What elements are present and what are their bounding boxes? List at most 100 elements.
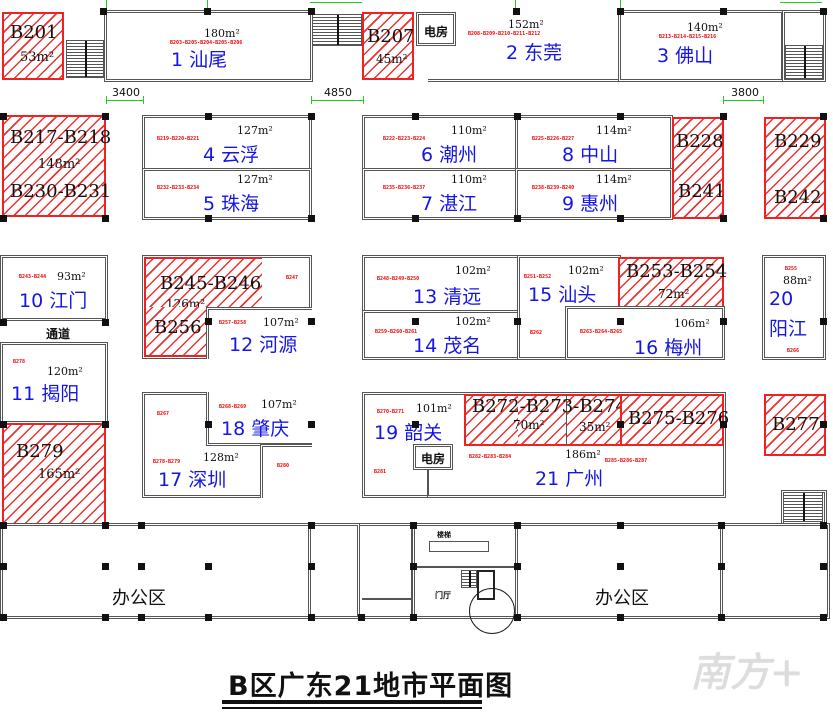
city-area: 114m²	[596, 124, 632, 137]
city-area: 186m²	[565, 448, 601, 461]
booth-codes: B203-B205-B204-B205-B206	[170, 40, 243, 46]
city-label: 17 深圳	[158, 469, 227, 491]
booth-city-14[interactable]: 102m² B259-B260-B261 14 茂名	[362, 310, 520, 360]
city-area: 152m²	[508, 18, 544, 31]
booth-b274[interactable]: 35m²	[566, 394, 622, 446]
booth-b201[interactable]: B201 53m²	[2, 12, 64, 80]
power-room: 电房	[413, 444, 453, 470]
booth-b272-b273[interactable]	[464, 394, 520, 446]
booth-area: 165m²	[38, 467, 81, 482]
booth-city-20[interactable]: B255 88m² 20 阳江 B266	[762, 255, 826, 360]
city-area: 127m²	[237, 173, 273, 186]
booth-city-9[interactable]: 114m² B238-B239-B240 9 惠州	[515, 168, 673, 220]
booth-codes: B213-B214-B215-B216	[659, 34, 717, 40]
booth-b229-b242[interactable]: B229 B242	[764, 117, 826, 219]
booth-b207[interactable]: B207 45m²	[362, 12, 415, 80]
booth-city-12[interactable]: B257-B258 107m² 12 河源	[206, 307, 312, 359]
booth-city-1[interactable]: 180m² B203-B205-B204-B205-B206 1 汕尾	[104, 10, 313, 82]
booth-label: B275-B276	[628, 408, 730, 429]
booth-codes: B285-B286-B287	[605, 458, 648, 464]
city-area: 107m²	[261, 398, 297, 411]
corridor	[308, 523, 360, 619]
booth-code: B266	[787, 348, 800, 354]
booth-area: 35m²	[579, 420, 611, 434]
booth-city-3[interactable]: 140m² B213-B214-B215-B216 3 佛山	[618, 10, 784, 82]
corridor	[360, 523, 414, 619]
city-area: 107m²	[263, 316, 299, 329]
booth-label: B279	[16, 441, 64, 462]
booth-city-5[interactable]: 127m² B232-B233-B234 5 珠海	[142, 168, 312, 220]
booth-label: B256	[154, 317, 202, 338]
booth-label: B217-B218	[10, 127, 112, 148]
city-label: 10 江门	[19, 290, 88, 312]
booth-b280[interactable]: B280	[260, 444, 312, 498]
booth-code: B281	[374, 469, 387, 475]
booth-city-18[interactable]: B268-B269 107m² 18 肇庆	[206, 392, 312, 446]
stairs-icon	[461, 570, 477, 588]
city-name: 阳江	[769, 318, 808, 340]
stairs-icon	[785, 45, 823, 79]
booth-codes: B259-B260-B261	[375, 329, 418, 335]
booth-area: 72m²	[658, 287, 690, 301]
office-area-left: 办公区	[112, 588, 166, 609]
booth-b245-b246[interactable]: B245-B246 126m²	[144, 257, 262, 311]
booth-b275-b276[interactable]: B275-B276	[620, 394, 729, 446]
office-right-end	[720, 523, 830, 619]
city-label: 16 梅州	[634, 337, 703, 359]
booth-city-4[interactable]: 127m² B219-B220-B221 4 云浮	[142, 115, 312, 171]
booth-code: B247	[286, 275, 299, 281]
city-label: 1 汕尾	[171, 49, 228, 71]
booth-codes: B232-B233-B234	[157, 185, 200, 191]
city-label: 8 中山	[562, 144, 619, 166]
booth-label: B241	[678, 181, 726, 202]
booth-codes: B238-B239-B240	[532, 185, 575, 191]
booth-city-16[interactable]: B263-B264-B265 106m² 16 梅州	[565, 306, 725, 360]
booth-city-6[interactable]: 110m² B222-B223-B224 6 潮州	[362, 115, 518, 171]
booth-codes: B208-B209-B210-B211-B212	[468, 31, 541, 37]
stairs-icon	[783, 492, 823, 522]
booth-city-13[interactable]: 102m² B248-B249-B250 13 清远	[362, 255, 520, 313]
booth-code: B280	[277, 463, 290, 469]
city-area: 106m²	[674, 317, 710, 330]
booth-city-21[interactable]: B282-B283-B284 186m² B285-B286-B287 21 广…	[427, 444, 726, 498]
booth-city-2[interactable]: 152m² B208-B209-B210-B211-B212 2 东莞	[428, 10, 621, 82]
booth-b256[interactable]: B256	[144, 307, 208, 357]
city-area: 93m²	[57, 270, 86, 283]
booth-label: B277	[772, 414, 820, 435]
title-underline	[222, 700, 482, 704]
watermark-logo: 南方+	[690, 650, 804, 696]
office-area-right: 办公区	[595, 588, 649, 609]
passage-label: 通道	[46, 327, 71, 341]
booth-b273	[518, 394, 568, 446]
stairs-icon	[66, 40, 104, 78]
booth-codes: B263-B264-B265	[580, 329, 623, 335]
city-area: 88m²	[783, 274, 812, 287]
city-area: 114m²	[596, 173, 632, 186]
city-area: 128m²	[203, 451, 239, 464]
dimension-label: 3400	[112, 86, 140, 99]
booth-codes: B257-B258	[219, 320, 247, 326]
booth-area: 53m²	[20, 50, 55, 65]
booth-label: B201	[10, 22, 58, 43]
booth-b217-b231[interactable]: B217-B218 148m² B230-B231	[2, 115, 111, 217]
city-area: 110m²	[451, 173, 487, 186]
booth-codes: B219-B220-B221	[157, 136, 200, 142]
booth-b253-b254[interactable]: B253-B254 72m²	[618, 257, 727, 309]
booth-b279[interactable]: B279 165m²	[2, 423, 106, 525]
booth-b277[interactable]: B277	[764, 394, 826, 456]
stairs-label: 楼梯	[437, 531, 451, 539]
city-area: 102m²	[568, 264, 604, 277]
booth-city-7[interactable]: 110m² B235-B236-B237 7 湛江	[362, 168, 518, 220]
elevator-icon	[469, 588, 515, 634]
booth-city-8[interactable]: 114m² B225-B226-B227 8 中山	[515, 115, 673, 171]
booth-b228-b241[interactable]: B228 B241	[672, 117, 726, 219]
city-area: 102m²	[455, 315, 491, 328]
booth-city-11[interactable]: B278 120m² 11 揭阳	[0, 342, 108, 424]
booth-codes: B268-B269	[219, 404, 247, 410]
city-number: 20	[769, 288, 794, 310]
city-label: 2 东莞	[506, 42, 563, 64]
lobby: 楼梯 门厅	[412, 523, 518, 634]
dimension-label: 4850	[324, 86, 352, 99]
booth-codes: B282-B283-B284	[469, 454, 512, 460]
booth-city-10[interactable]: B243-B244 93m² 10 江门	[0, 255, 108, 321]
